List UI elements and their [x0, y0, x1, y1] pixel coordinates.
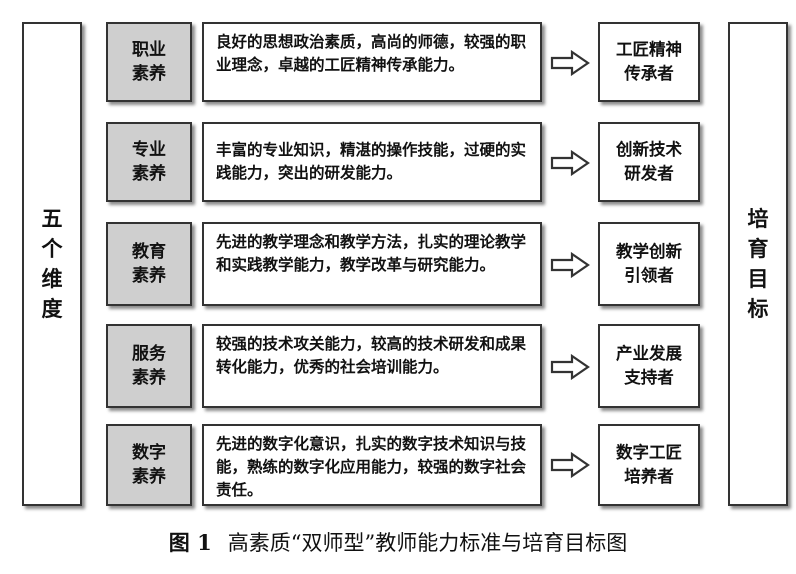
figure-caption: 图 1 高素质“双师型”教师能力标准与培育目标图: [0, 528, 796, 558]
description-box: 先进的教学理念和教学方法，扎实的理论教学和实践教学能力，教学改革与研究能力。: [202, 222, 542, 306]
goals-side-box: 培育目标: [728, 22, 788, 506]
arrow-right-icon: [550, 452, 590, 478]
goal-box: 工匠精神传承者: [598, 22, 700, 102]
goal-label: 产业发展支持者: [616, 344, 682, 387]
arrow-right-icon: [550, 354, 590, 380]
goal-box: 数字工匠培养者: [598, 424, 700, 506]
goal-label: 创新技术研发者: [616, 140, 682, 183]
goal-box: 产业发展支持者: [598, 324, 700, 408]
description-box: 良好的思想政治素质，高尚的师德，较强的职业理念，卓越的工匠精神传承能力。: [202, 22, 542, 102]
figure-number: 图 1: [168, 530, 212, 555]
description-text: 丰富的专业知识，精湛的操作技能，过硬的实践能力，突出的研发能力。: [216, 140, 527, 182]
description-text: 较强的技术攻关能力，较高的技术研发和成果转化能力，优秀的社会培训能力。: [216, 334, 527, 376]
category-label: 服务素养: [132, 344, 166, 388]
figure-title: 高素质“双师型”教师能力标准与培育目标图: [227, 531, 628, 555]
description-text: 先进的教学理念和教学方法，扎实的理论教学和实践教学能力，教学改革与研究能力。: [216, 232, 527, 274]
description-text: 良好的思想政治素质，高尚的师德，较强的职业理念，卓越的工匠精神传承能力。: [216, 32, 527, 74]
goal-box: 教学创新引领者: [598, 222, 700, 306]
dimensions-side-box: 五个维度: [22, 22, 82, 506]
category-label: 数字素养: [132, 443, 166, 487]
category-label: 教育素养: [132, 242, 166, 286]
category-box-digital: 数字素养: [106, 424, 192, 506]
dimensions-side-label: 五个维度: [41, 206, 63, 321]
goal-box: 创新技术研发者: [598, 122, 700, 202]
description-box: 较强的技术攻关能力，较高的技术研发和成果转化能力，优秀的社会培训能力。: [202, 324, 542, 408]
goals-side-label: 培育目标: [747, 206, 769, 321]
description-text: 先进的数字化意识，扎实的数字技术知识与技能，熟练的数字化应用能力，较强的数字社会…: [216, 434, 527, 499]
goal-label: 教学创新引领者: [616, 242, 682, 285]
category-box-professional-expertise: 专业素养: [106, 122, 192, 202]
goal-label: 数字工匠培养者: [616, 443, 682, 486]
arrow-right-icon: [550, 252, 590, 278]
category-label: 职业素养: [132, 40, 166, 84]
arrow-right-icon: [550, 50, 590, 76]
category-label: 专业素养: [132, 140, 166, 184]
arrow-right-icon: [550, 150, 590, 176]
description-box: 先进的数字化意识，扎实的数字技术知识与技能，熟练的数字化应用能力，较强的数字社会…: [202, 424, 542, 506]
category-box-teaching: 教育素养: [106, 222, 192, 306]
category-box-professional-ethics: 职业素养: [106, 22, 192, 102]
description-box: 丰富的专业知识，精湛的操作技能，过硬的实践能力，突出的研发能力。: [202, 122, 542, 202]
goal-label: 工匠精神传承者: [616, 40, 682, 83]
category-box-service: 服务素养: [106, 324, 192, 408]
